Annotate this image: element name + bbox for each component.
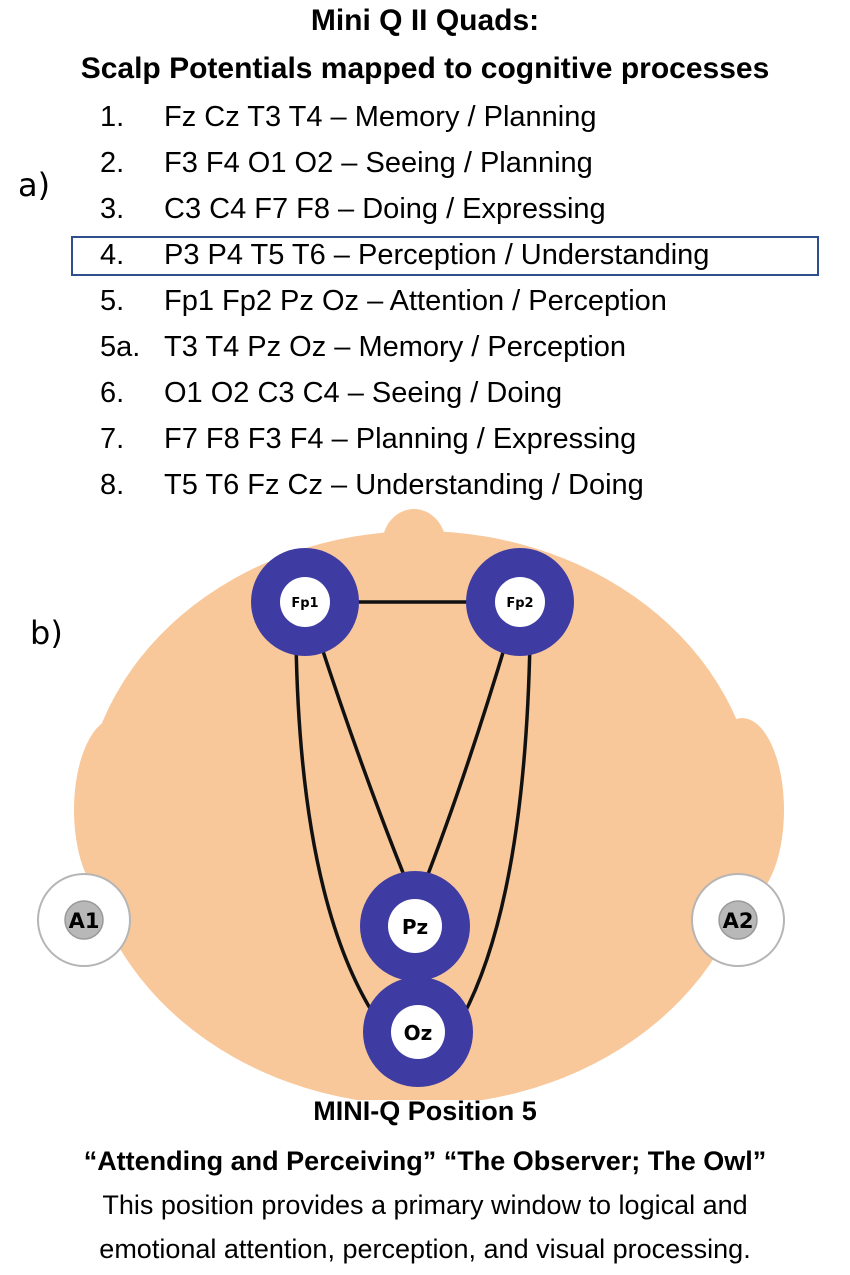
list-item-text: F7 F8 F3 F4 – Planning / Expressing xyxy=(164,423,637,455)
list-item: 1. Fz Cz T3 T4 – Memory / Planning xyxy=(100,97,820,137)
list-item: 5. Fp1 Fp2 Pz Oz – Attention / Perceptio… xyxy=(100,281,820,321)
list-item-number: 2. xyxy=(100,147,125,179)
electrode-a1: A1 xyxy=(37,873,131,967)
electrode-label-oz: Oz xyxy=(404,1021,433,1045)
electrode-fp2: Fp2 xyxy=(466,548,574,656)
list-item-text: P3 P4 T5 T6 – Perception / Understanding xyxy=(164,239,710,271)
list-item-number: 4. xyxy=(100,239,125,271)
list-item-text: T3 T4 Pz Oz – Memory / Perception xyxy=(164,331,627,363)
list-item-number: 1. xyxy=(100,101,125,133)
line-fp2-oz xyxy=(460,639,532,1019)
list-item: 8. T5 T6 Fz Cz – Understanding / Doing xyxy=(100,465,820,505)
list-item-text: C3 C4 F7 F8 – Doing / Expressing xyxy=(164,193,606,225)
list-item-text: O1 O2 C3 C4 – Seeing / Doing xyxy=(164,377,563,409)
list-item-number: 6. xyxy=(100,377,125,409)
electrode-label-fp2: Fp2 xyxy=(506,596,533,611)
position-quote: “Attending and Perceiving” “The Observer… xyxy=(83,1146,767,1176)
list-item: 7. F7 F8 F3 F4 – Planning / Expressing xyxy=(100,419,820,459)
electrode-label-a1: A1 xyxy=(69,909,100,933)
panel-label-b: b) xyxy=(30,614,63,652)
electrode-label-a2: A2 xyxy=(723,909,754,933)
list-item-highlighted: 4. P3 P4 T5 T6 – Perception / Understand… xyxy=(100,235,820,275)
electrode-label-fp1: Fp1 xyxy=(291,596,318,611)
list-item-number: 5a. xyxy=(100,331,141,363)
line-fp2-pz xyxy=(418,635,510,896)
position-title: MINI-Q Position 5 xyxy=(313,1096,537,1126)
panel-label-a: a) xyxy=(18,166,51,204)
list-item-text: F3 F4 O1 O2 – Seeing / Planning xyxy=(164,147,593,179)
list-item: 3. C3 C4 F7 F8 – Doing / Expressing xyxy=(100,189,820,229)
electrode-label-pz: Pz xyxy=(402,915,428,939)
electrode-a2: A2 xyxy=(691,873,785,967)
list-item-number: 5. xyxy=(100,285,125,317)
page-subtitle: Scalp Potentials mapped to cognitive pro… xyxy=(80,52,770,85)
list-item-text: T5 T6 Fz Cz – Understanding / Doing xyxy=(164,469,644,501)
list-item-number: 7. xyxy=(100,423,125,455)
head-diagram: A1 A2 Fp1 Fp2 Pz Oz xyxy=(37,509,785,1100)
list-item: 5a. T3 T4 Pz Oz – Memory / Perception xyxy=(100,327,820,367)
electrode-fp1: Fp1 xyxy=(251,548,359,656)
list-item-text: Fz Cz T3 T4 – Memory / Planning xyxy=(164,101,597,133)
list-item-number: 8. xyxy=(100,469,125,501)
electrode-oz: Oz xyxy=(363,977,473,1087)
list-item-text: Fp1 Fp2 Pz Oz – Attention / Perception xyxy=(164,285,667,317)
list-item: 2. F3 F4 O1 O2 – Seeing / Planning xyxy=(100,143,820,183)
electrode-pz: Pz xyxy=(360,871,470,981)
page-title: Mini Q II Quads: xyxy=(310,4,540,37)
line-fp1-oz xyxy=(294,639,378,1019)
line-fp1-pz xyxy=(316,635,414,896)
position-description-line2: emotional attention, perception, and vis… xyxy=(99,1234,751,1264)
position-description-line1: This position provides a primary window … xyxy=(102,1190,748,1220)
highlight-box xyxy=(71,236,819,276)
list-item-number: 3. xyxy=(100,193,125,225)
list-item: 6. O1 O2 C3 C4 – Seeing / Doing xyxy=(100,373,820,413)
head-outline xyxy=(83,531,757,1100)
